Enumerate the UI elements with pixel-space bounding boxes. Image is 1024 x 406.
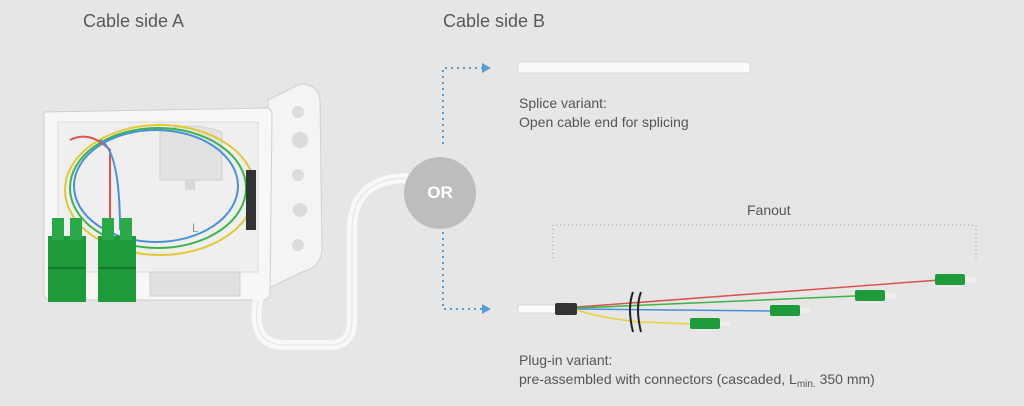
- cable-side-a-title: Cable side A: [83, 11, 185, 31]
- splice-variant-desc: Open cable end for splicing: [519, 114, 689, 130]
- plugin-desc-prefix: pre-assembled with connectors (cascaded,…: [519, 371, 797, 387]
- plugin-variant-note: Plug-in variant: pre-assembled with conn…: [519, 351, 875, 394]
- or-label: OR: [427, 183, 453, 202]
- cable-side-b-title: Cable side B: [443, 11, 546, 31]
- plugin-desc-suffix: 350 mm): [815, 371, 875, 387]
- plugin-variant-title: Plug-in variant:: [519, 352, 613, 368]
- arrow-to-plugin: [442, 232, 491, 314]
- lc-connector: [690, 318, 730, 329]
- lc-connector: [935, 274, 975, 285]
- lc-connector: [855, 290, 895, 301]
- svg-text:L: L: [192, 221, 199, 235]
- splice-variant-note: Splice variant: Open cable end for splic…: [519, 94, 689, 132]
- or-badge: OR: [404, 157, 476, 229]
- box-lid: [264, 83, 323, 291]
- plugin-variant-desc: pre-assembled with connectors (cascaded,…: [519, 370, 875, 394]
- fanout-bracket: [552, 224, 977, 258]
- splice-cable: [517, 61, 751, 74]
- lc-connector: [770, 305, 810, 316]
- plugin-desc-sub: min.: [796, 379, 816, 390]
- arrow-to-splice: [442, 63, 491, 144]
- plugin-cable: [517, 274, 975, 333]
- fanout-label: Fanout: [747, 202, 791, 218]
- splice-variant-title: Splice variant:: [519, 95, 607, 111]
- termination-box: L: [43, 83, 323, 302]
- connector-adapters: [48, 218, 241, 302]
